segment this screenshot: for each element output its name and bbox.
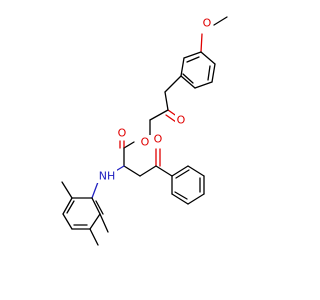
- bond-methyl-para: [99, 213, 109, 233]
- bond-ketone-phenyl: [155, 165, 173, 177]
- ester-carbonyl-oxygen-label: O: [118, 127, 127, 140]
- bond-ch2-a: [149, 109, 169, 121]
- bond-ring1-d-inner: [182, 73, 194, 84]
- structure-diagram: O O O O O NH: [61, 16, 228, 246]
- bond-ring1-f: [183, 51, 202, 59]
- bond-ring2-d: [62, 213, 73, 230]
- bond-ring3-b: [187, 165, 205, 177]
- bond-ring2-a-inner: [95, 200, 104, 215]
- bond-o-aryl: [200, 33, 203, 53]
- ester-ether-oxygen-label: O: [141, 136, 150, 149]
- bond-methyl-para-ext: [89, 228, 99, 246]
- bond-ring1-c: [194, 81, 213, 89]
- bond-ring3-e: [171, 193, 189, 205]
- bond-ring1-b-inner: [207, 65, 211, 81]
- bond-ring3-e-inner: [174, 191, 188, 200]
- bond-ring1-e: [180, 57, 185, 77]
- bond-ring2-b: [89, 213, 101, 230]
- bond-ring1-d: [180, 75, 196, 89]
- bond-ketone-top-c: [164, 91, 169, 111]
- methoxy-oxygen-label: O: [203, 17, 212, 30]
- bond-methyl-ortho: [61, 181, 73, 199]
- bond-ch2-ketone: [139, 165, 157, 177]
- bond-n-aryl: [91, 181, 99, 199]
- bond-methyl-o: [213, 16, 228, 26]
- bond-ring1-b: [211, 63, 216, 83]
- ketone-oxygen-top-label: O: [177, 114, 186, 127]
- atom-labels: O O O O O NH: [97, 16, 213, 183]
- bond-ring2-e-inner: [66, 200, 75, 214]
- bond-ester-c: [123, 141, 135, 149]
- bond-ring3-a-inner: [175, 169, 190, 179]
- bond-ring1-f-inner: [186, 56, 200, 63]
- bond-ring3-a: [171, 165, 189, 177]
- bond-ring2-e: [62, 197, 73, 215]
- bond-ketone-top-co2: [165, 114, 177, 123]
- bond-alpha-ch2: [123, 165, 141, 177]
- ketone-oxygen-right-label: O: [154, 133, 163, 146]
- bond-ring1-a: [200, 51, 216, 65]
- amine-label: NH: [99, 170, 116, 183]
- bond-ring1-acyl: [164, 75, 182, 93]
- bond-lines: [61, 16, 228, 246]
- bond-ring2-a: [91, 197, 101, 215]
- bond-ring3-d: [187, 193, 205, 205]
